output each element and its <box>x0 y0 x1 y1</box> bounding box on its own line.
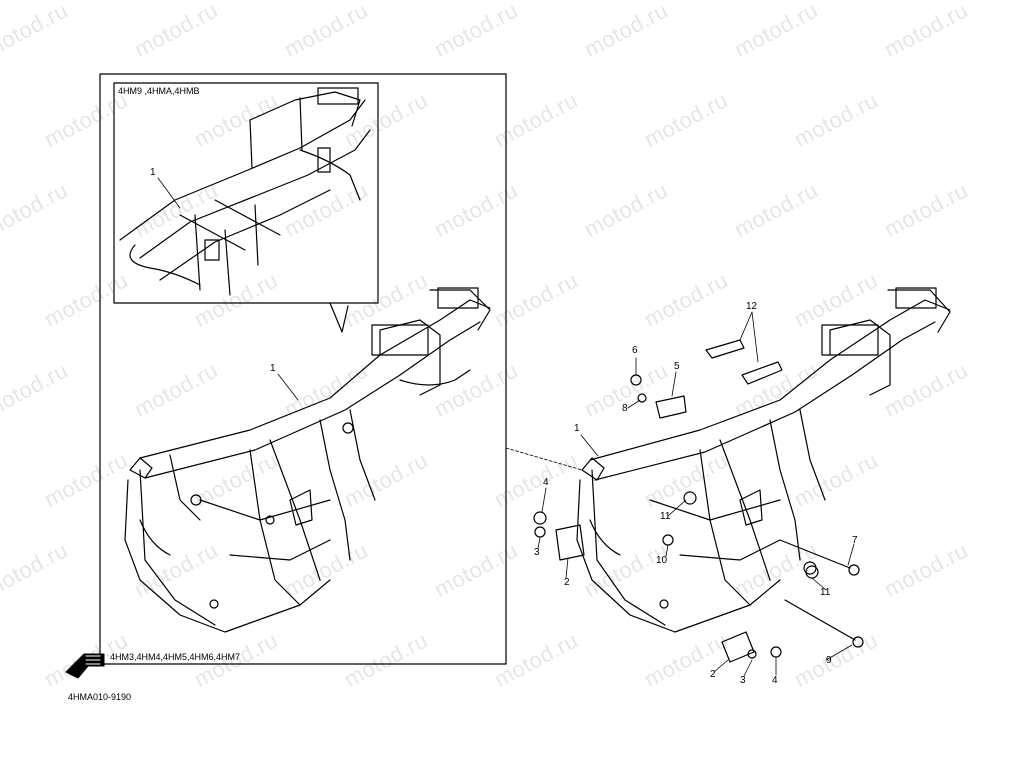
callout-3-upper: 3 <box>534 547 540 558</box>
mount-plate-2a <box>555 524 585 561</box>
callout-4-upper: 4 <box>543 477 549 488</box>
mount-plate-2b <box>721 631 755 663</box>
callout-1-left: 1 <box>270 363 276 374</box>
callout-5: 5 <box>674 361 680 372</box>
bolt-7 <box>779 539 851 569</box>
callout-12: 12 <box>746 301 758 312</box>
washer-3a <box>534 526 546 538</box>
main-model-label: 4HM3,4HM4,4HM5,4HM6,4HM7 <box>110 652 241 662</box>
loose-parts <box>533 339 864 663</box>
callout-11-lower: 11 <box>820 587 831 598</box>
nut-11 <box>805 565 819 579</box>
callout-8: 8 <box>622 403 628 414</box>
callout-1-right: 1 <box>574 423 580 434</box>
callout-9: 9 <box>826 655 832 666</box>
washer-8 <box>637 393 647 403</box>
nut-6 <box>630 374 642 386</box>
callout-2-lower: 2 <box>710 669 716 680</box>
callout-6: 6 <box>632 345 638 356</box>
inset-frame-drawing <box>119 87 371 296</box>
callout-10: 10 <box>656 555 668 566</box>
callout-1-inset: 1 <box>150 167 156 178</box>
inset-model-label: 4HM9 ,4HMA,4HMB <box>118 86 200 96</box>
figure-code: 4HMA010-9190 <box>68 692 132 702</box>
washer-3b <box>747 649 757 659</box>
left-frame-drawing <box>124 287 491 633</box>
nut-4a <box>533 511 547 525</box>
main-frame-box <box>99 73 507 665</box>
guard-part-lower <box>741 361 783 385</box>
callout-4-lower: 4 <box>772 675 778 686</box>
guard-part-upper <box>705 339 745 359</box>
bolt-9 <box>784 599 856 641</box>
front-arrow-icon <box>65 653 105 679</box>
callout-2-upper: 2 <box>564 577 570 588</box>
inset-pointer <box>329 302 349 333</box>
leader-lines <box>157 177 855 677</box>
inset-box <box>113 82 379 304</box>
right-frame-drawing <box>576 287 951 633</box>
callout-3-lower: 3 <box>740 675 746 686</box>
callout-7: 7 <box>852 535 858 546</box>
bracket-5 <box>655 395 687 419</box>
callout-11-upper: 11 <box>660 511 671 522</box>
nut-4b <box>770 646 782 658</box>
